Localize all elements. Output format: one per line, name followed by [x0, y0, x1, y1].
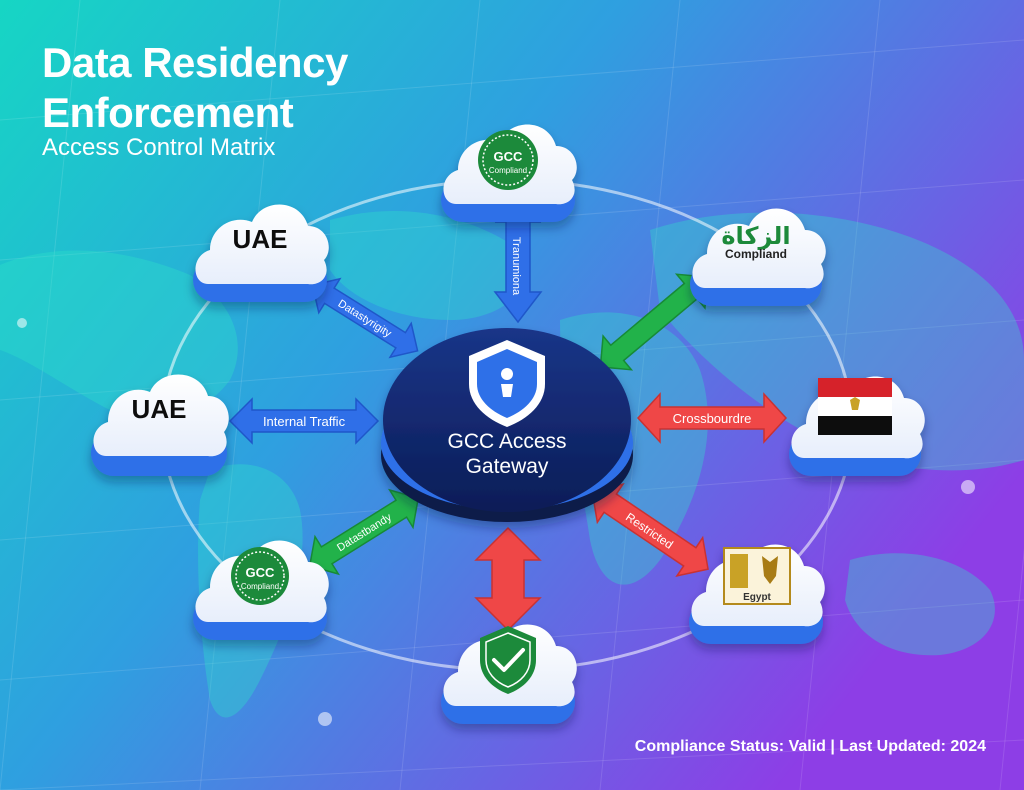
gcc-badge-secondary-line2: Compliand [241, 582, 279, 591]
gcc-badge-line1: GCC [494, 149, 524, 164]
uae-label-secondary: UAE [132, 394, 187, 424]
hub-title-line2: Gateway [466, 455, 549, 478]
cloud-node-middle-left[interactable]: UAE [91, 374, 229, 476]
egypt-flag-icon [818, 378, 892, 435]
page-title-line1: Data Residency [42, 39, 348, 86]
flow-arrow-middle-right[interactable]: Crossbourdre [636, 392, 788, 444]
shield-person-icon [469, 340, 545, 427]
page-subtitle: Access Control Matrix [42, 134, 276, 161]
egypt-label: Egypt [743, 592, 771, 603]
cloud-node-top[interactable]: GCC Compliand [441, 124, 577, 222]
compliand-label: Compliand [725, 247, 787, 261]
gcc-access-gateway[interactable]: GCC Access Gateway [381, 328, 633, 522]
cloud-node-lower-right[interactable]: Egypt [689, 544, 825, 644]
zakat-script: الزكاة [721, 223, 790, 250]
shield-check-icon [480, 626, 536, 694]
cloud-node-lower-left[interactable]: GCC Compliand [193, 540, 329, 640]
flow-label-middle-right: Crossbourdre [673, 411, 752, 426]
flow-label-upper-left: Datastyrigity [336, 298, 394, 341]
cloud-node-bottom[interactable] [441, 624, 577, 724]
gcc-compliance-badge-icon-secondary: GCC Compliand [231, 547, 289, 605]
cloud-node-middle-right[interactable] [789, 376, 925, 476]
cloud-node-upper-right[interactable]: الزكاة Compliand [690, 208, 826, 306]
flow-arrow-top[interactable]: Tranumiona [493, 211, 543, 324]
flow-arrow-bottom[interactable] [474, 526, 542, 632]
compliance-status-footer: Compliance Status: Valid | Last Updated:… [634, 738, 986, 755]
gcc-compliance-badge-icon: GCC Compliand [478, 130, 538, 190]
flow-label-top: Tranumiona [510, 237, 522, 296]
flow-arrow-middle-left[interactable]: Internal Traffic [228, 397, 380, 445]
page-title: Data Residency Enforcement [42, 38, 348, 138]
flow-label-middle-left: Internal Traffic [263, 414, 346, 429]
cloud-node-upper-left[interactable]: UAE [193, 204, 329, 302]
gcc-badge-line2: Compliand [489, 166, 527, 175]
gcc-badge-secondary-line1: GCC [246, 565, 276, 580]
egypt-emblem-icon: Egypt [723, 547, 791, 605]
page-title-line2: Enforcement [42, 89, 294, 136]
uae-label: UAE [233, 224, 288, 254]
hub-title-line1: GCC Access [447, 430, 566, 453]
